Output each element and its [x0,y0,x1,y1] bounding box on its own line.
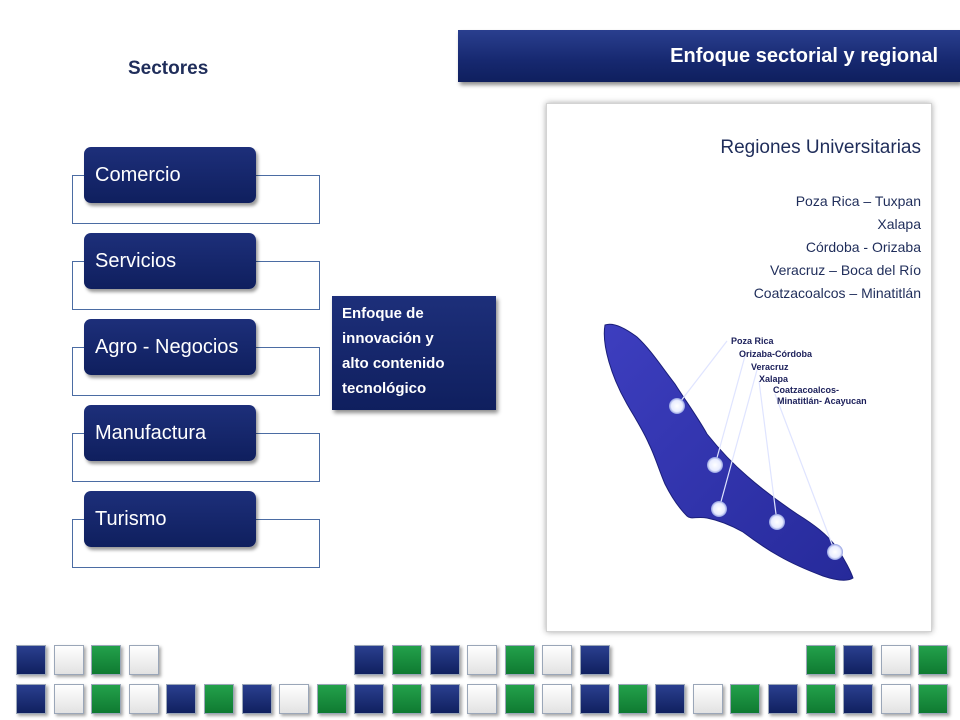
sector-box-servicios: Servicios [84,233,256,289]
map-label: Veracruz [751,362,789,372]
innovation-line: Enfoque de [342,305,424,322]
innovation-box: Enfoque de innovación y alto contenido t… [332,296,496,410]
veracruz-map: Poza Rica Orizaba-Córdoba Veracruz Xalap… [603,323,867,581]
section-title: Enfoque sectorial y regional [670,44,938,67]
decorative-tile [730,684,760,714]
map-label: Orizaba-Córdoba [739,349,813,359]
map-region-marker [707,457,723,473]
regions-title: Regiones Universitarias [720,137,921,158]
decorative-tile [354,684,384,714]
region-item: Xalapa [877,216,921,232]
map-connector-lines [676,340,836,553]
decorative-tile [580,684,610,714]
decorative-tile [129,684,159,714]
map-region-marker [711,501,727,517]
decorative-tile [843,645,873,675]
sector-box-agro-negocios: Agro - Negocios [84,319,256,375]
map-label: Poza Rica [731,336,775,346]
sectors-heading: Sectores [128,58,209,79]
decorative-tile [806,645,836,675]
decorative-tile [166,684,196,714]
map-label: Xalapa [759,374,789,384]
decorative-tile [542,684,572,714]
sector-label: Servicios [95,249,177,272]
sector-box-manufactura: Manufactura [84,405,256,461]
decorative-tile [354,645,384,675]
decorative-tile [430,684,460,714]
sector-label: Turismo [95,507,167,530]
innovation-line: innovación y [342,330,434,347]
map-label: Minatitlán- Acayucan [777,396,867,406]
decorative-tile [655,684,685,714]
sector-label: Comercio [95,163,181,186]
decorative-tile [91,684,121,714]
decorative-tile [618,684,648,714]
map-label: Coatzacoalcos- [773,385,839,395]
sector-label: Agro - Negocios [95,335,239,358]
decorative-tile [843,684,873,714]
decorative-tile [16,684,46,714]
regions-list: Poza Rica – Tuxpan Xalapa Córdoba - Oriz… [754,190,921,305]
decorative-tile [505,645,535,675]
decorative-tile [204,684,234,714]
decorative-tile [918,645,948,675]
innovation-line: alto contenido [342,355,445,372]
decorative-tile [580,645,610,675]
decorative-tile [505,684,535,714]
decorative-tile [467,645,497,675]
decorative-tile [16,645,46,675]
sector-label: Manufactura [95,421,207,444]
decorative-tile [279,684,309,714]
decorative-tile [881,684,911,714]
decorative-tile [806,684,836,714]
region-item: Coatzacoalcos – Minatitlán [753,285,921,301]
decorative-tile [542,645,572,675]
decorative-tile [317,684,347,714]
sector-box-turismo: Turismo [84,491,256,547]
decorative-tile [54,684,84,714]
decorative-tile [693,684,723,714]
decorative-tile [54,645,84,675]
decorative-tile [91,645,121,675]
decorative-tile [129,645,159,675]
decorative-tile [392,645,422,675]
innovation-line: tecnológico [342,380,427,397]
decorative-tile [467,684,497,714]
sector-box-comercio: Comercio [84,147,256,203]
map-region-marker [769,514,785,530]
map-shape [603,323,854,581]
map-region-marker [669,398,685,414]
region-item: Veracruz – Boca del Río [770,262,921,278]
decorative-tile [430,645,460,675]
decorative-tile [392,684,422,714]
regions-card: Regiones Universitarias Poza Rica – Tuxp… [546,103,932,632]
decorative-tile [242,684,272,714]
decorative-tile [881,645,911,675]
region-item: Córdoba - Orizaba [805,239,921,255]
decorative-tile [768,684,798,714]
map-region-marker [827,544,843,560]
section-title-bar: Enfoque sectorial y regional [458,30,960,82]
region-item: Poza Rica – Tuxpan [795,193,921,209]
decorative-tile [918,684,948,714]
